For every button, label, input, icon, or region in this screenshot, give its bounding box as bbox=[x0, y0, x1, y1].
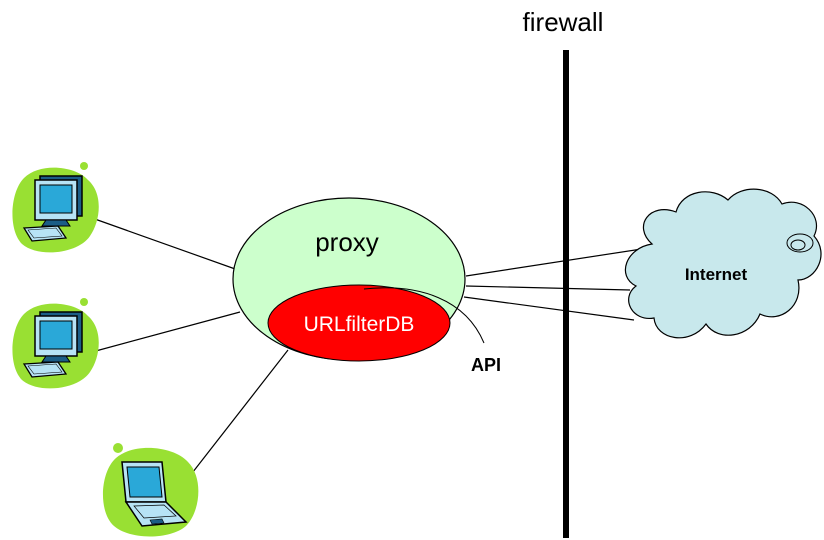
firewall-label: firewall bbox=[523, 7, 604, 37]
cloud-icon bbox=[624, 188, 822, 339]
link-client2-proxy bbox=[91, 311, 241, 353]
desktop-computer-icon bbox=[12, 298, 99, 389]
urlfilterdb-label: URLfilterDB bbox=[304, 313, 415, 336]
desktop-computer-icon bbox=[12, 162, 99, 253]
proxy-label: proxy bbox=[315, 227, 379, 257]
laptop-icon bbox=[102, 443, 199, 537]
api-label: API bbox=[471, 355, 501, 375]
link-proxy-internet-2 bbox=[465, 285, 631, 291]
api-connector bbox=[363, 287, 485, 344]
internet-label: Internet bbox=[685, 265, 748, 284]
link-client1-proxy bbox=[91, 217, 239, 271]
link-proxy-internet-1 bbox=[465, 247, 649, 277]
urlfilterdb-ellipse bbox=[267, 284, 451, 362]
connections bbox=[91, 217, 649, 487]
link-client3-proxy bbox=[181, 349, 289, 487]
link-proxy-internet-3 bbox=[463, 296, 635, 321]
